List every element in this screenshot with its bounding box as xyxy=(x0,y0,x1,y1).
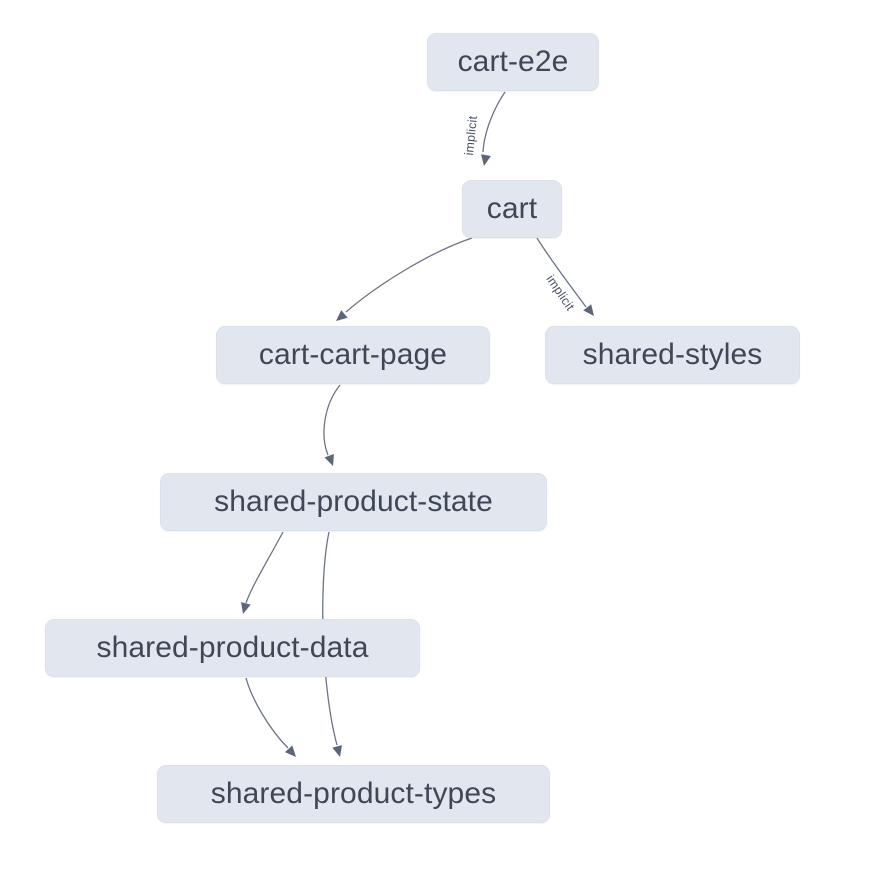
graph-node-cart[interactable]: cart xyxy=(462,180,562,238)
graph-node-label: shared-product-data xyxy=(96,631,369,664)
edge-cart-to-shared-styles xyxy=(536,237,594,316)
graph-node-label: cart-e2e xyxy=(457,45,569,78)
graph-node-label: cart xyxy=(486,192,538,225)
graph-node-cart-e2e[interactable]: cart-e2e xyxy=(427,33,599,91)
edge-data-to-types xyxy=(245,677,296,757)
edge-label-cart-to-shared-styles: implicit xyxy=(543,272,577,313)
graph-node-shared-product-state[interactable]: shared-product-state xyxy=(160,473,547,531)
graph-node-shared-product-types[interactable]: shared-product-types xyxy=(157,765,550,823)
graph-node-label: cart-cart-page xyxy=(258,338,448,371)
edge-label-cart-e2e-to-cart: implicit xyxy=(462,115,480,156)
graph-node-label: shared-product-types xyxy=(210,777,497,810)
edge-cart-cart-page-to-shared-product-state xyxy=(323,384,341,466)
edge-cart-e2e-to-cart xyxy=(480,91,506,166)
graph-node-cart-cart-page[interactable]: cart-cart-page xyxy=(216,326,490,384)
edge-cart-to-cart-cart-page xyxy=(336,237,473,321)
graph-node-shared-styles[interactable]: shared-styles xyxy=(545,326,800,384)
graph-node-label: shared-styles xyxy=(582,338,763,371)
graph-node-shared-product-data[interactable]: shared-product-data xyxy=(45,619,420,677)
edge-state-to-data xyxy=(241,531,284,614)
graph-node-label: shared-product-state xyxy=(214,485,493,518)
